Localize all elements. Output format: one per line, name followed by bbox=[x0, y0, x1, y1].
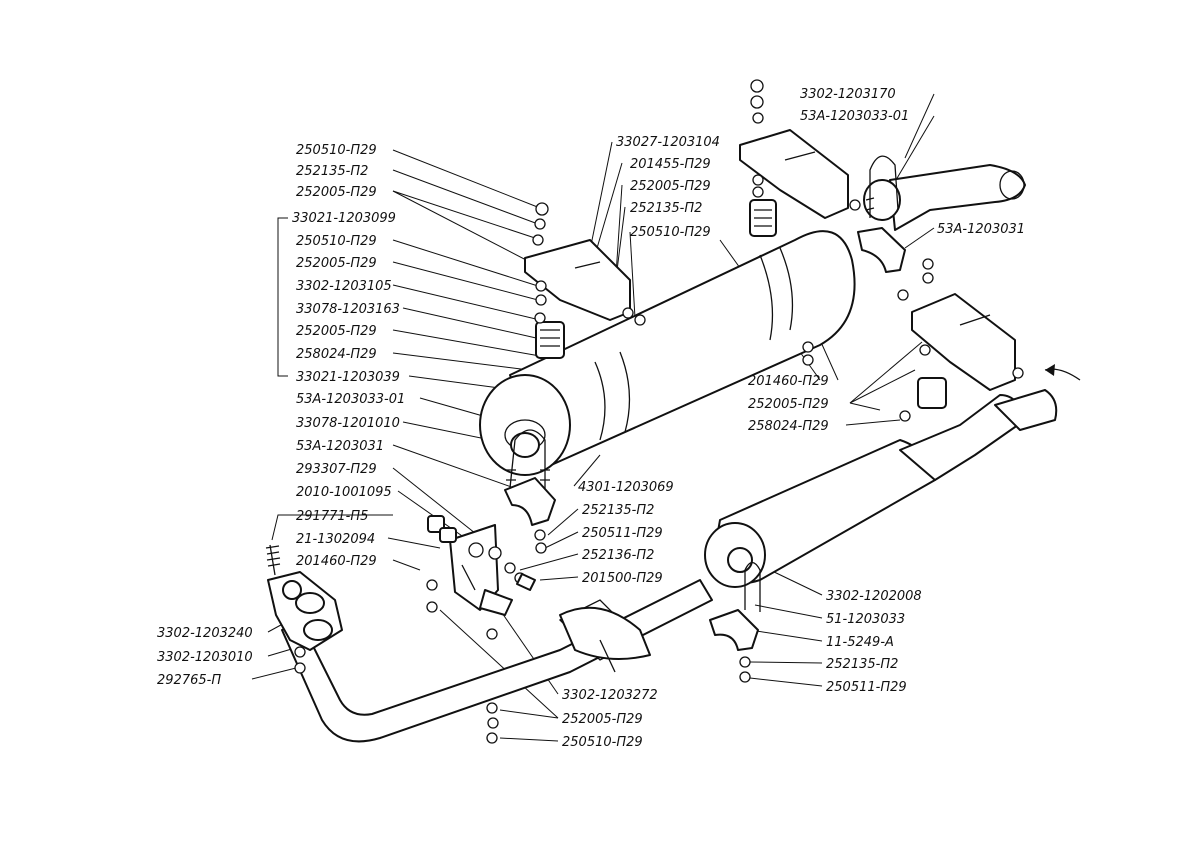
label-201460-p29-a: 201460-П29 bbox=[296, 554, 377, 569]
label-33027-1203104: 33027-1203104 bbox=[616, 135, 720, 150]
label-293307-p29: 293307-П29 bbox=[296, 462, 377, 477]
label-252005-p29-e: 252005-П29 bbox=[748, 397, 829, 412]
u-bolt-clamp-rear bbox=[865, 155, 899, 218]
label-252136-p2: 252136-П2 bbox=[582, 548, 654, 563]
fasteners bbox=[294, 79, 1024, 744]
label-53a-1203033-01-b: 53А-1203033-01 bbox=[800, 109, 909, 124]
rubber-cushion-front bbox=[535, 321, 565, 359]
label-201500-p29: 201500-П29 bbox=[582, 571, 663, 586]
label-252135-p2-b: 252135-П2 bbox=[630, 201, 702, 216]
label-33078-1201010: 33078-1201010 bbox=[296, 416, 400, 431]
label-3302-1203010: 3302-1203010 bbox=[157, 650, 253, 665]
label-252005-p29-d: 252005-П29 bbox=[630, 179, 711, 194]
rubber-cushion-rear bbox=[749, 199, 777, 237]
resonator-bracket bbox=[911, 293, 1016, 391]
label-21-1302094: 21-1302094 bbox=[296, 532, 375, 547]
label-3302-1203272: 3302-1203272 bbox=[562, 688, 658, 703]
label-252005-p29-b: 252005-П29 bbox=[296, 256, 377, 271]
label-201455-p29: 201455-П29 bbox=[630, 157, 711, 172]
tail-pipe bbox=[863, 164, 1026, 231]
label-291771-p5: 291771-П5 bbox=[296, 509, 368, 524]
label-3302-1203170: 3302-1203170 bbox=[800, 87, 896, 102]
label-250510-p29-b: 250510-П29 bbox=[296, 234, 377, 249]
label-3302-1203105: 3302-1203105 bbox=[296, 279, 392, 294]
rubber-cushion-resonator bbox=[917, 377, 947, 409]
label-252135-p2-c: 252135-П2 bbox=[582, 503, 654, 518]
label-250510-p29-c: 250510-П29 bbox=[630, 225, 711, 240]
clamp-saddle-resonator bbox=[709, 609, 759, 651]
label-250510-p29-d: 250510-П29 bbox=[562, 735, 643, 750]
u-bolt-clamp-front bbox=[506, 429, 550, 490]
label-33078-1203163: 33078-1203163 bbox=[296, 302, 400, 317]
u-bolt-clamp-resonator bbox=[744, 561, 761, 612]
label-33021-1203099: 33021-1203099 bbox=[292, 211, 396, 226]
label-11-5249-a: 11-5249-А bbox=[826, 635, 894, 650]
muffler-front-bracket bbox=[524, 239, 631, 321]
label-252135-p2-a: 252135-П2 bbox=[296, 164, 368, 179]
label-258024-p29-b: 258024-П29 bbox=[748, 419, 829, 434]
label-33021-1203039: 33021-1203039 bbox=[296, 370, 400, 385]
label-3302-1203240: 3302-1203240 bbox=[157, 626, 253, 641]
label-3302-1202008: 3302-1202008 bbox=[826, 589, 922, 604]
front-exhaust-pipe bbox=[281, 579, 713, 743]
label-250511-p29-a: 250511-П29 bbox=[582, 526, 663, 541]
label-53a-1203033-01-a: 53А-1203033-01 bbox=[296, 392, 405, 407]
label-250511-p29-b: 250511-П29 bbox=[826, 680, 907, 695]
label-53a-1203031-a: 53А-1203031 bbox=[296, 439, 384, 454]
part-number-labels: 250510-П29 252135-П2 252005-П29 33021-12… bbox=[157, 87, 1025, 750]
label-53a-1203031-b: 53А-1203031 bbox=[937, 222, 1025, 237]
label-258024-p29-a: 258024-П29 bbox=[296, 347, 377, 362]
flange-stud bbox=[265, 544, 281, 576]
label-4301-1203069: 4301-1203069 bbox=[578, 480, 674, 495]
downpipe-flange bbox=[267, 571, 343, 651]
label-250510-p29-a: 250510-П29 bbox=[296, 143, 377, 158]
clamp-saddle-front bbox=[504, 477, 556, 526]
label-201460-p29-b: 201460-П29 bbox=[748, 374, 829, 389]
label-2010-1001095: 2010-1001095 bbox=[296, 485, 392, 500]
main-muffler bbox=[479, 230, 856, 476]
label-252005-p29-c: 252005-П29 bbox=[296, 324, 377, 339]
downpipe-bracket bbox=[449, 524, 513, 616]
resonator bbox=[704, 389, 1058, 588]
label-252135-p2-d: 252135-П2 bbox=[826, 657, 898, 672]
direction-arrow-icon bbox=[1044, 364, 1081, 381]
muffler-rear-bracket bbox=[739, 129, 849, 219]
label-252005-p29-f: 252005-П29 bbox=[562, 712, 643, 727]
clamp-saddle-rear bbox=[857, 227, 906, 273]
label-51-1203033: 51-1203033 bbox=[826, 612, 905, 627]
label-252005-p29-a: 252005-П29 bbox=[296, 185, 377, 200]
label-292765-p: 292765-П bbox=[157, 673, 221, 688]
